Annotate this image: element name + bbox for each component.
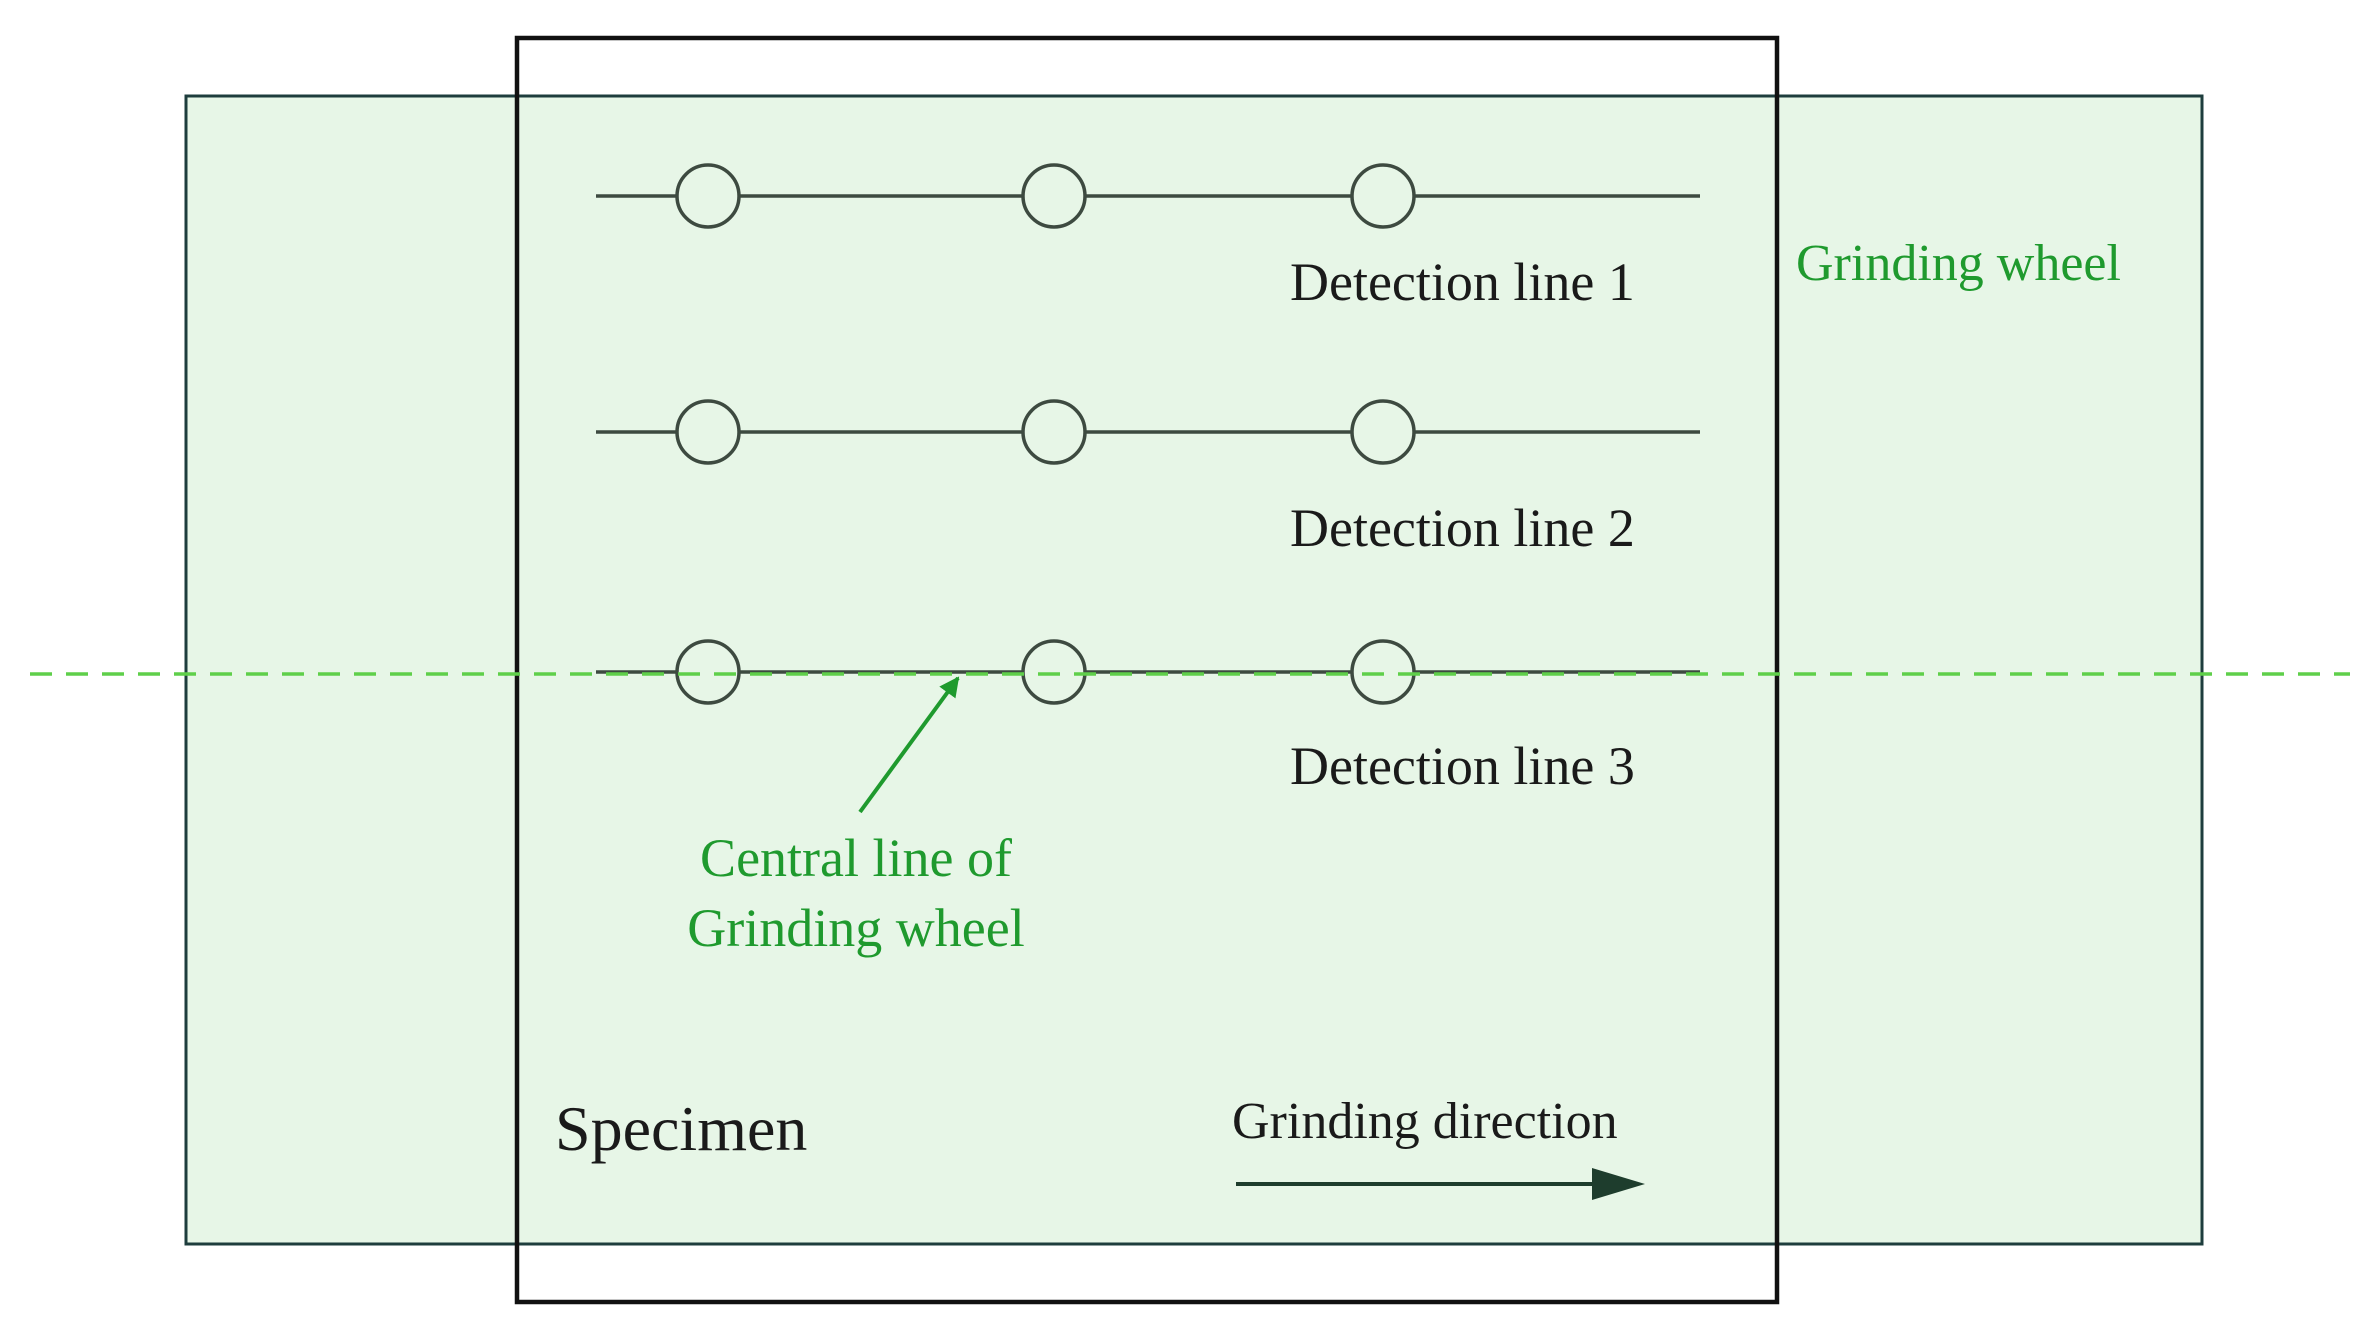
specimen-outline (514, 35, 1780, 1305)
grinding-wheel-label: Grinding wheel (1796, 235, 2121, 292)
detection-point-2-3 (1350, 399, 1416, 465)
grinding-direction-label: Grinding direction (1232, 1093, 1618, 1150)
detection-point-1-3 (1350, 163, 1416, 229)
grinding-direction-arrow-head (1592, 1168, 1645, 1200)
detection-line-2: Detection line 2 (596, 399, 1700, 558)
detection-point-2-2 (1021, 399, 1087, 465)
central-line-label-line-1: Central line of (700, 828, 1012, 888)
detection-point-1-1 (675, 163, 741, 229)
detection-line-2-label: Detection line 2 (1290, 498, 1635, 558)
grinding-wheel-area (184, 94, 2204, 1246)
detection-line-1-label: Detection line 1 (1290, 252, 1635, 312)
detection-line-3-label: Detection line 3 (1290, 736, 1635, 796)
detection-line-3: Detection line 3 (596, 639, 1700, 796)
central-line-label-line-2: Grinding wheel (687, 898, 1024, 958)
specimen-label: Specimen (555, 1093, 807, 1164)
detection-point-3-1 (675, 639, 741, 705)
detection-lines: Detection line 1 Detection line 2 Detectio… (596, 163, 1700, 796)
central-line-pointer-arrow (858, 676, 960, 814)
detection-point-1-2 (1021, 163, 1087, 229)
detection-point-3-2 (1021, 639, 1087, 705)
detection-point-3-3 (1350, 639, 1416, 705)
detection-point-2-1 (675, 399, 741, 465)
detection-line-1: Detection line 1 (596, 163, 1700, 312)
